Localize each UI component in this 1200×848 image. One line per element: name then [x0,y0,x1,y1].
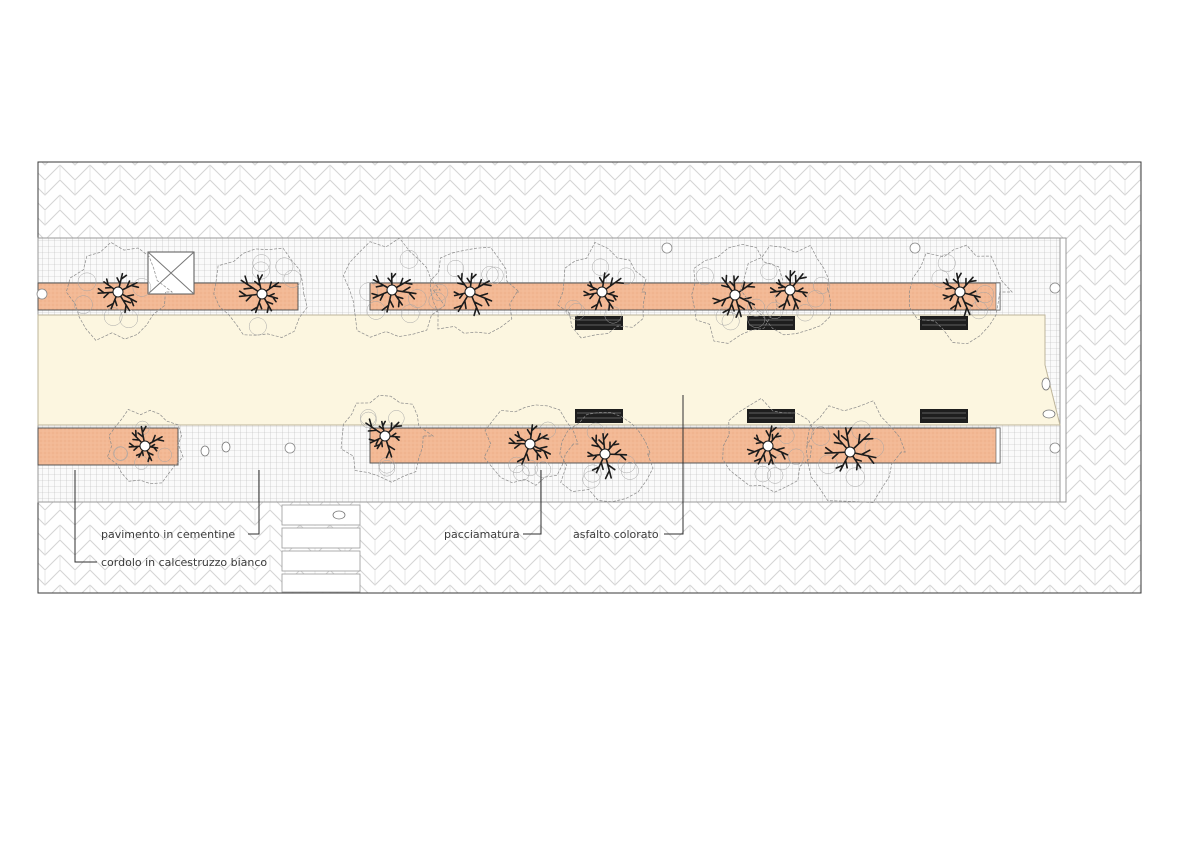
square-planter [147,251,195,295]
deciduous-tree-icon [428,246,521,334]
label-asfalto: asfalto colorato [573,528,659,541]
deciduous-tree-icon [106,408,184,485]
deciduous-tree-icon [65,241,174,341]
crosswalk [281,504,361,593]
label-pavimento: pavimento in cementine [101,528,235,541]
bench-icon [575,409,623,423]
deciduous-tree-icon [213,247,308,338]
annotation-leaders [74,395,684,563]
colored-asphalt-path [37,314,1061,426]
bench-icon [747,316,795,330]
bench-icon [747,409,795,423]
bench-icon [920,316,968,330]
deciduous-tree-icon [806,400,906,503]
deciduous-tree-icon [483,404,579,486]
bollard-icon [36,242,1061,454]
deciduous-tree-icon [691,243,784,344]
mulch-bed-bottom-1 [37,427,179,466]
deciduous-tree-icon [557,242,647,339]
bench-icon [575,316,623,330]
deciduous-tree-icon [343,237,446,338]
deciduous-tree-icon [909,244,1013,345]
deciduous-tree-icon [740,244,831,336]
deciduous-tree-icon [722,397,815,493]
label-cordolo: cordolo in calcestruzzo bianco [101,556,267,569]
bench-icon [920,409,968,423]
mulch-bed-bottom-2 [369,427,1001,464]
litter-bin-icon [200,377,1056,520]
mulch-bed-top-2 [369,282,1001,311]
label-pacciamatura: pacciamatura [444,528,520,541]
deciduous-tree-icon [559,412,654,503]
deciduous-tree-icon [340,394,435,483]
